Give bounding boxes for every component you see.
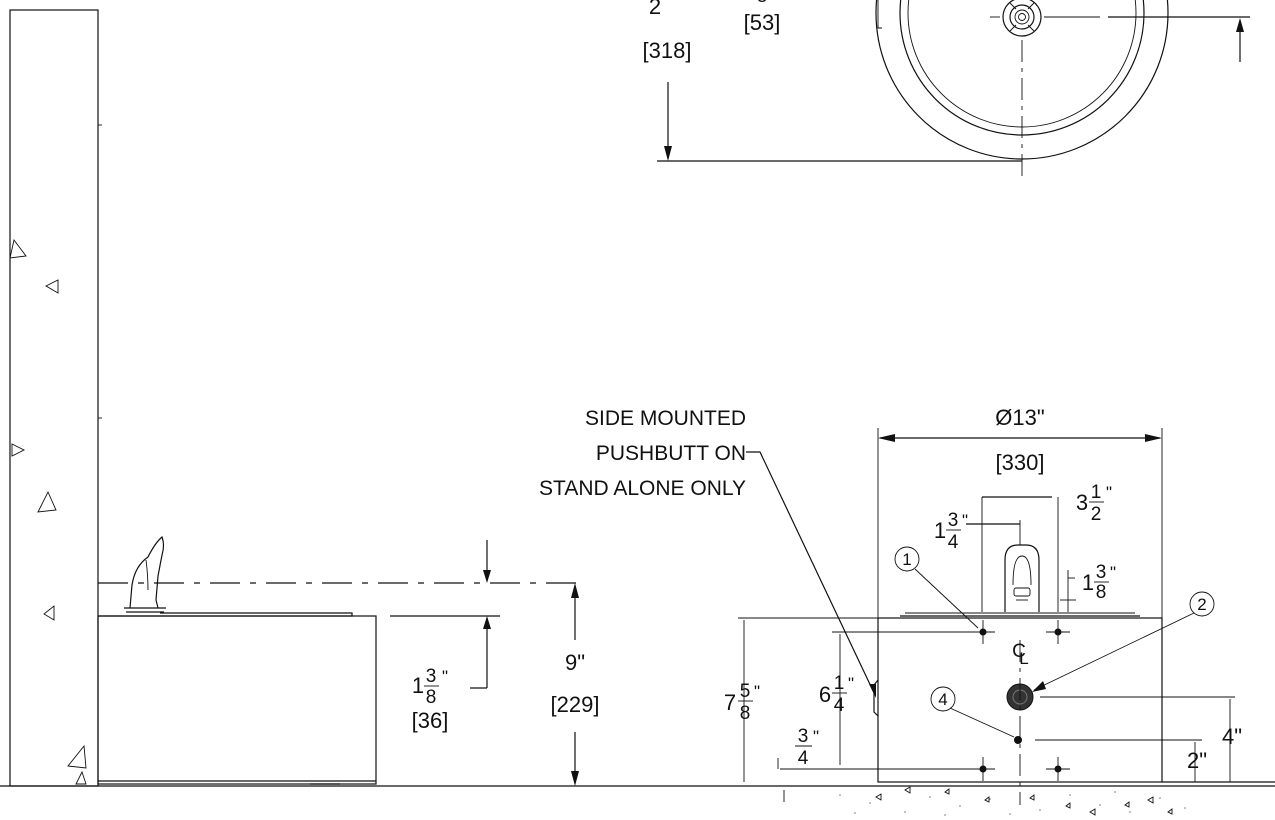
front-dim-e-whole: 6 bbox=[819, 682, 831, 707]
front-dim-a-unit: " bbox=[1106, 483, 1112, 502]
bubble-4-label: 4 bbox=[938, 690, 947, 709]
side-dim-bowl-num: 3 bbox=[426, 666, 437, 687]
front-dim-e-unit: " bbox=[848, 674, 854, 693]
side-dim-height: 9" bbox=[565, 650, 585, 675]
callout-line-1: SIDE MOUNTED bbox=[585, 407, 746, 430]
front-dim-f-num: 3 bbox=[798, 726, 809, 747]
front-dim-a-den: 2 bbox=[1091, 504, 1102, 525]
side-dim-bowl-den: 8 bbox=[426, 687, 437, 708]
front-dim-d-num: 5 bbox=[740, 681, 751, 702]
front-dim-2: 2" bbox=[1187, 748, 1207, 773]
side-dim-bowl-unit: " bbox=[442, 667, 448, 686]
top-dim-partial-mm: [318] bbox=[643, 38, 692, 63]
front-dim-a-num: 1 bbox=[1091, 482, 1102, 503]
side-view: 9" [229] 1 3 8 " [36] bbox=[97, 535, 600, 786]
front-dim-e-num: 1 bbox=[834, 673, 845, 694]
front-dim-diameter-mm: [330] bbox=[996, 450, 1045, 475]
wall-section bbox=[9, 9, 102, 787]
top-dim-partial-whole: 2 bbox=[649, 0, 661, 19]
front-dim-c-num: 3 bbox=[1096, 562, 1107, 583]
floor bbox=[0, 785, 1275, 816]
front-dim-b-whole: 1 bbox=[934, 518, 946, 543]
bubble-2-label: 2 bbox=[1197, 595, 1206, 614]
centerline-mark-sub: L bbox=[1019, 649, 1028, 668]
front-dim-a-whole: 3 bbox=[1076, 490, 1088, 515]
callout-line-2: PUSHBUTT ON bbox=[596, 442, 746, 465]
side-dim-bowl-mm: [36] bbox=[412, 708, 449, 733]
front-dim-e-den: 4 bbox=[834, 695, 845, 716]
bubble-1-label: 1 bbox=[902, 550, 911, 569]
front-dim-d-den: 8 bbox=[740, 703, 751, 724]
front-dim-b-unit: " bbox=[962, 511, 968, 530]
side-dim-bowl-whole: 1 bbox=[412, 673, 424, 698]
side-dim-height-mm: [229] bbox=[551, 692, 600, 717]
top-view: 2 [318] 8 [53] bbox=[643, 0, 1250, 182]
callout-line-3: STAND ALONE ONLY bbox=[539, 477, 746, 500]
front-dim-c-whole: 1 bbox=[1082, 570, 1094, 595]
top-dim-offset-mm: [53] bbox=[744, 10, 781, 35]
front-dim-4: 4" bbox=[1222, 724, 1242, 749]
front-dim-d-unit: " bbox=[754, 682, 760, 701]
front-dim-c-unit: " bbox=[1110, 563, 1116, 582]
top-dim-partial-den: 8 bbox=[757, 0, 768, 7]
front-view: 1 2 4 SIDE MOUNTED PUSHBUTT ON STAND ALO… bbox=[539, 405, 1275, 805]
front-dim-b-den: 4 bbox=[948, 532, 959, 553]
centerline-mark: C bbox=[1012, 641, 1026, 662]
front-dim-f-unit: " bbox=[813, 727, 819, 746]
front-dim-diameter: Ø13" bbox=[995, 405, 1044, 430]
front-dim-b-num: 3 bbox=[948, 510, 959, 531]
front-dim-f-den: 4 bbox=[798, 748, 809, 769]
front-dim-c-den: 8 bbox=[1096, 582, 1107, 603]
front-dim-d-whole: 7 bbox=[724, 690, 736, 715]
supply-hole bbox=[1014, 736, 1022, 744]
